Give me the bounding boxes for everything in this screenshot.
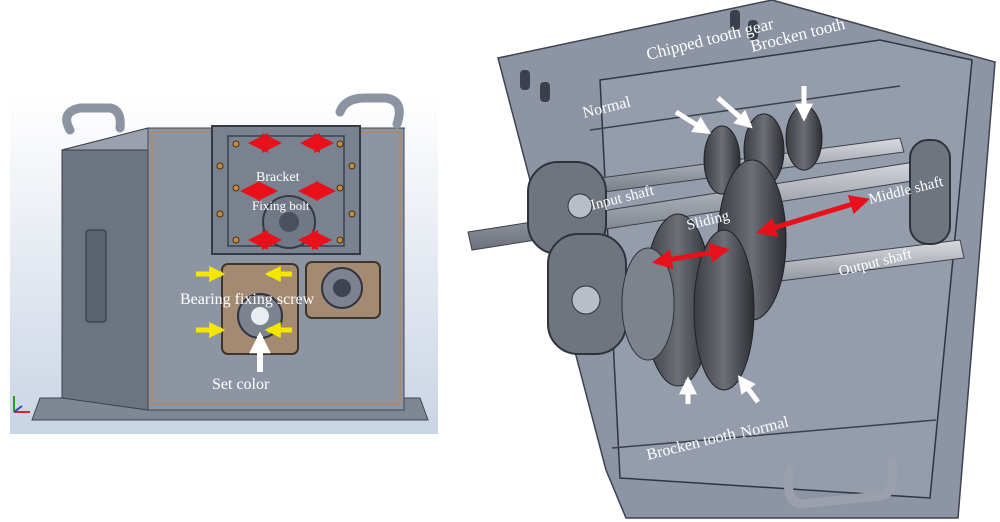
white-arrow bbox=[716, 96, 753, 129]
right-bearing-housing bbox=[909, 139, 951, 245]
left-handle bbox=[62, 103, 125, 135]
housing-edge bbox=[611, 419, 937, 449]
right-handle bbox=[335, 93, 404, 129]
label-bearing-fixing-screw: Bearing fixing screw bbox=[180, 291, 315, 308]
plate-slot bbox=[520, 70, 530, 90]
screw-pointer-arrows bbox=[196, 265, 292, 339]
white-pointer-arrows bbox=[674, 86, 813, 404]
plate-slot bbox=[730, 10, 740, 30]
bearing-left-bore bbox=[251, 307, 269, 325]
gear-hub bbox=[621, 247, 675, 361]
bracket-sliding-arrows bbox=[240, 133, 336, 250]
red-double-arrow bbox=[756, 195, 870, 237]
bracket-bolts bbox=[216, 140, 356, 244]
plate-slot bbox=[748, 20, 758, 40]
label-bracket: Bracket bbox=[256, 170, 300, 185]
label-fixing-bolt: Fixing bolt bbox=[252, 198, 310, 213]
white-arrow bbox=[674, 109, 712, 135]
right-gearbox-view: Chipped tooth gear Brocken tooth Normal … bbox=[467, 0, 996, 519]
bottom-handle bbox=[783, 457, 898, 509]
bearing-right-bore bbox=[333, 279, 351, 297]
red-double-arrow bbox=[652, 242, 730, 270]
left-gearbox-view: Bracket Fixing bolt Bearing fixing screw… bbox=[10, 93, 438, 434]
sliding-arrows bbox=[652, 195, 870, 270]
housing-edge bbox=[589, 85, 901, 131]
sight-window bbox=[85, 229, 107, 323]
label-set-color: Set color bbox=[212, 376, 270, 393]
white-arrow bbox=[737, 375, 760, 404]
plate-slot bbox=[540, 82, 550, 102]
normal-bottom-gear bbox=[693, 229, 755, 391]
left-bearing-housings bbox=[527, 161, 627, 355]
bracket-bore bbox=[279, 212, 299, 232]
axis-triad-icon bbox=[13, 396, 30, 413]
